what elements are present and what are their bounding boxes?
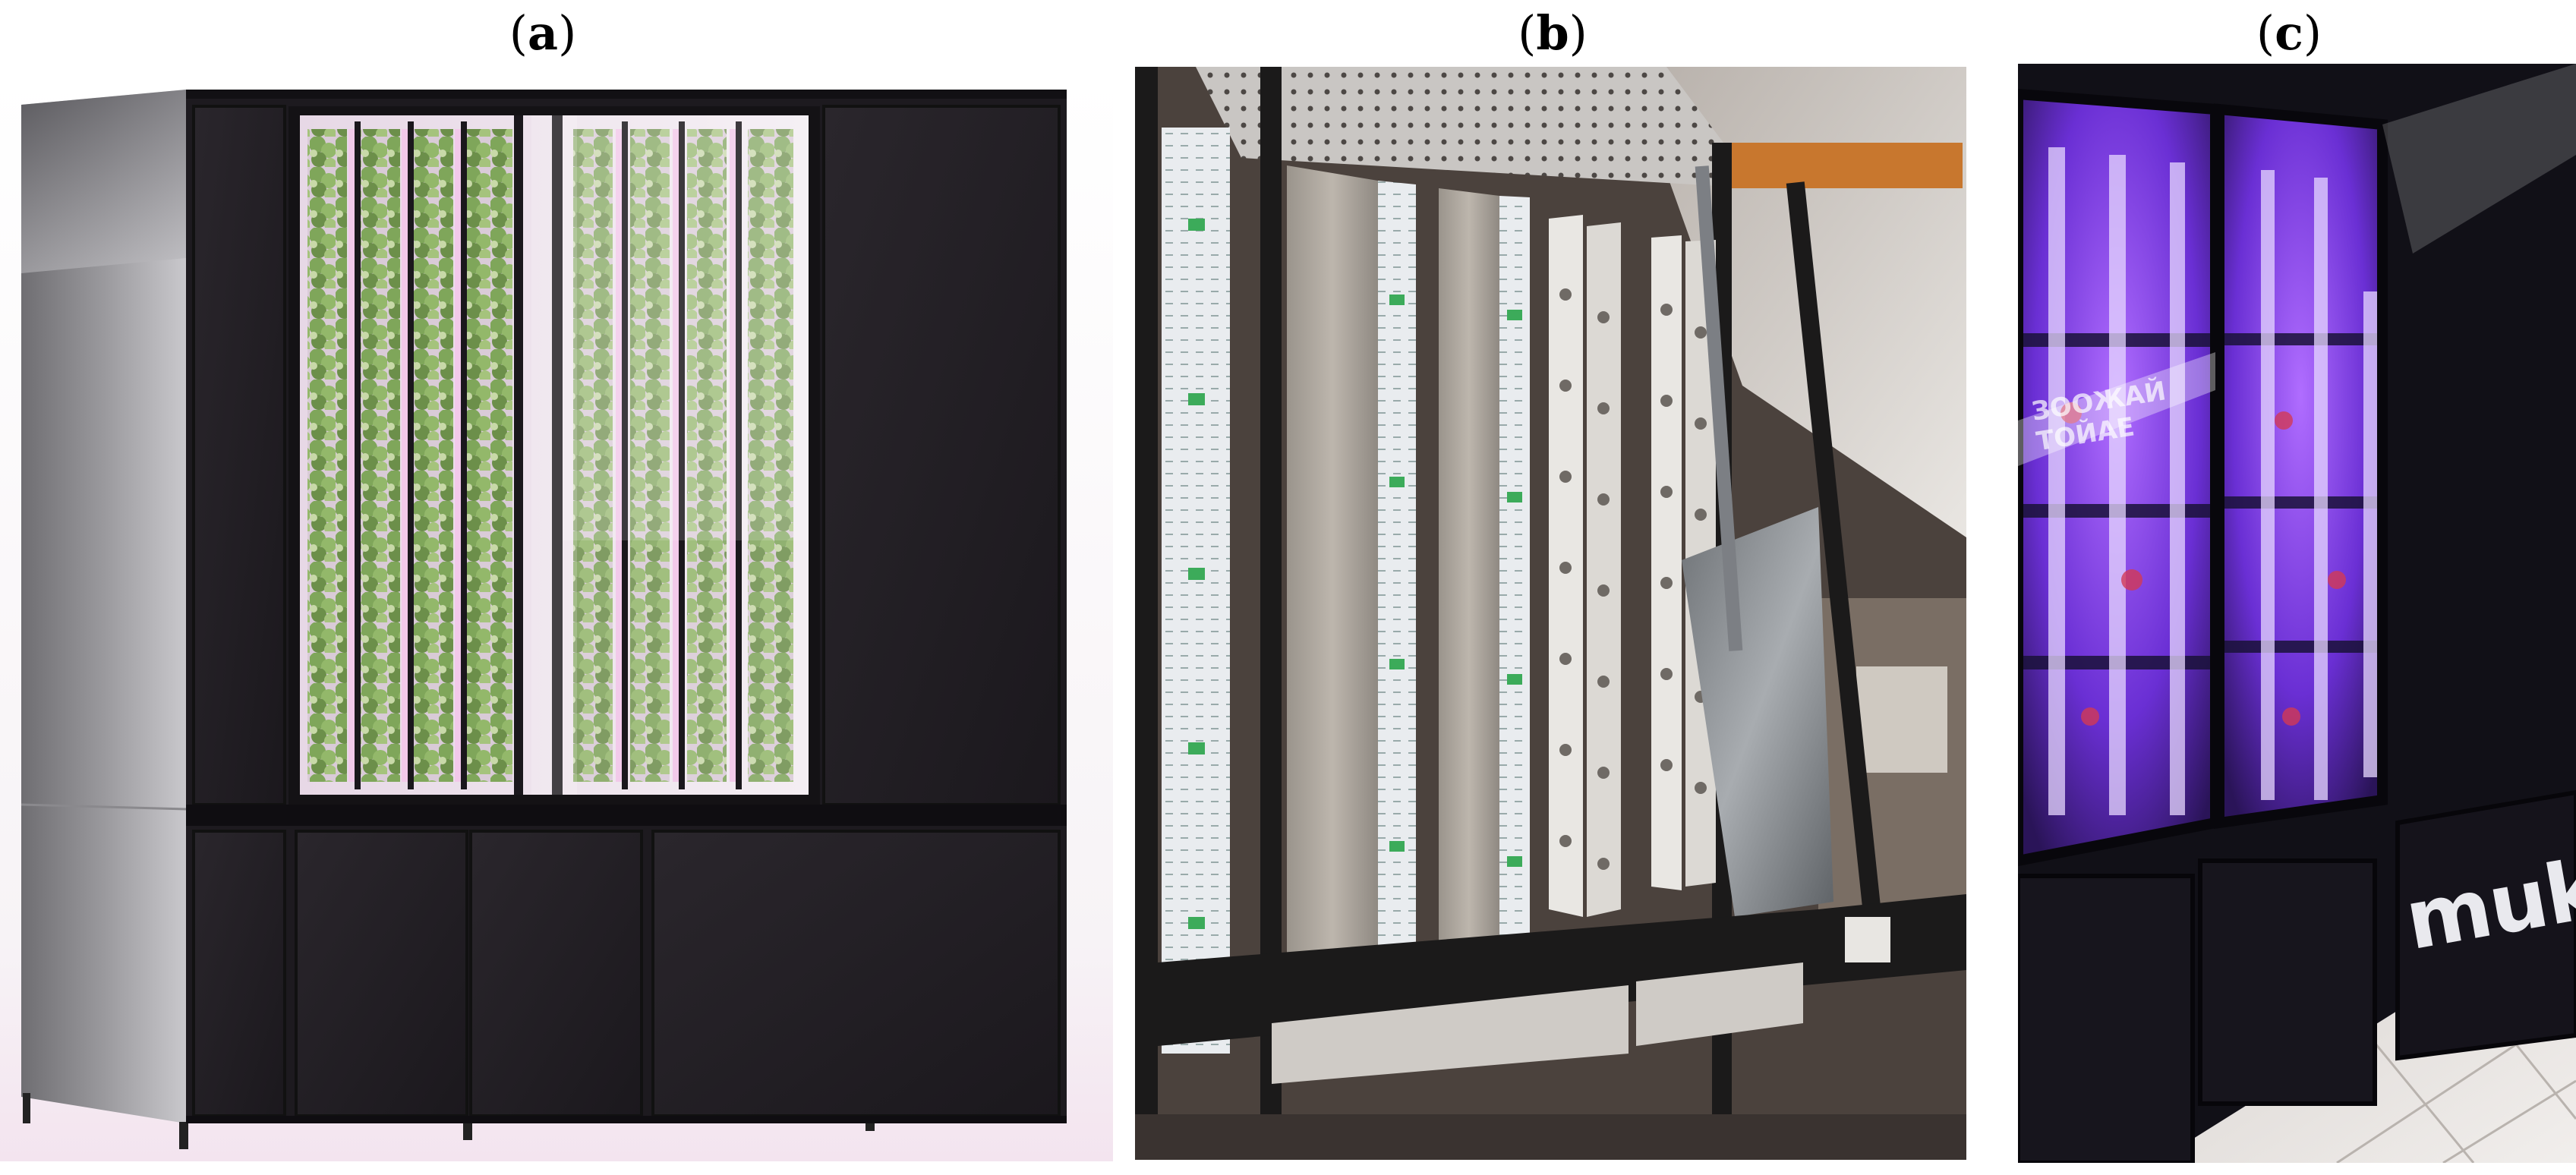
panel-label-a: (a): [509, 5, 577, 61]
photo-panel-c-installed-cabinet: ЗООЖАЙ ТОЙАЕ muke: [2018, 64, 2576, 1163]
panel-label-c: (c): [2256, 5, 2322, 61]
cabinet-render-illustration: [20, 90, 1067, 1149]
installed-cabinet-illustration: [2018, 64, 2576, 1163]
prototype-frame-illustration: [1135, 67, 1966, 1160]
photo-panel-a-cabinet-render: [0, 76, 1113, 1161]
panel-label-b: (b): [1518, 5, 1588, 61]
photo-panel-b-prototype-frame: [1135, 67, 1966, 1160]
